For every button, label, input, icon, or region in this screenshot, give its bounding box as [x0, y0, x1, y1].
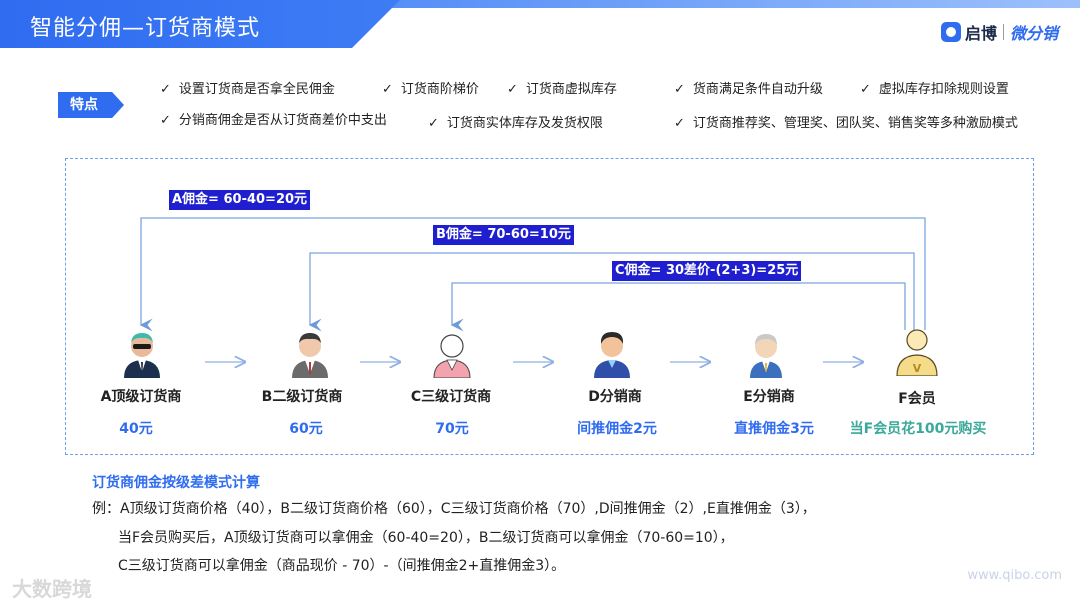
brand-separator — [1002, 24, 1004, 40]
check-icon: ✓ — [860, 82, 871, 97]
node-c-name: C三级订货商 — [410, 389, 492, 405]
check-icon: ✓ — [160, 82, 171, 97]
note-line: 例：A顶级订货商价格（40），B二级订货商价格（60），C三级订货商价格（70）… — [92, 501, 816, 517]
brand-logo-icon — [940, 22, 961, 42]
distributor-avatar-icon — [594, 332, 630, 378]
businessman-avatar-icon — [292, 333, 328, 378]
feature-item: ✓订货商推荐奖、管理奖、团队奖、销售奖等多种激励模式 — [674, 116, 1018, 131]
feature-item: ✓订货商虚拟库存 — [507, 82, 617, 97]
node-a-value: 40元 — [119, 421, 153, 437]
feature-item: ✓分销商佣金是否从订货商差价中支出 — [160, 113, 387, 128]
brand-name: 启博 — [964, 24, 997, 43]
node-e-name: E分销商 — [743, 389, 795, 405]
agent-avatar-icon — [124, 333, 160, 378]
feature-item: ✓订货商实体库存及发货权限 — [428, 116, 603, 131]
check-icon: ✓ — [428, 116, 439, 131]
features-tag: 特点 — [58, 92, 124, 118]
node-b-name: B二级订货商 — [261, 389, 343, 405]
watermark-left: 大数跨境 — [12, 577, 92, 601]
note-line: C三级订货商可以拿佣金（商品现价 - 70）-（间推佣金2+直推佣金3）。 — [118, 558, 566, 574]
formula-c-label: C佣金= 30差价-(2+3)=25元 — [612, 261, 802, 281]
formula-a-label: A佣金= 60-40=20元 — [169, 190, 311, 210]
feature-item: ✓订货商阶梯价 — [382, 82, 479, 97]
header-banner — [0, 0, 400, 48]
watermark-right: www.qibo.com — [967, 568, 1062, 583]
commission-route-c — [450, 282, 906, 332]
note-title: 订货商佣金按级差模式计算 — [92, 475, 260, 491]
formula-b-label: B佣金= 70-60=10元 — [433, 225, 574, 245]
node-d-name: D分销商 — [588, 389, 642, 405]
commission-route-a — [139, 217, 926, 332]
node-d-value: 间推佣金2元 — [577, 421, 657, 437]
node-b-value: 60元 — [289, 421, 323, 437]
check-icon: ✓ — [674, 116, 685, 131]
brand-logo-group: 启博 微分销 — [940, 20, 1058, 44]
feature-item: ✓设置订货商是否拿全民佣金 — [160, 82, 335, 97]
check-icon: ✓ — [382, 82, 393, 97]
node-f-value: 当F会员花100元购买 — [849, 421, 987, 437]
node-c-value: 70元 — [435, 421, 469, 437]
page-title: 智能分佣—订货商模式 — [30, 16, 261, 41]
vip-member-avatar-icon: V — [896, 329, 938, 376]
feature-item: ✓货商满足条件自动升级 — [674, 82, 823, 97]
commission-route-b — [308, 252, 915, 332]
distributor-avatar-icon — [750, 334, 782, 378]
svg-text:V: V — [913, 362, 922, 375]
feature-item: ✓虚拟库存扣除规则设置 — [860, 82, 1009, 97]
node-f-name: F会员 — [898, 391, 936, 407]
diagram-frame — [65, 158, 1034, 455]
person-avatar-icon — [433, 334, 471, 378]
check-icon: ✓ — [160, 113, 171, 128]
check-icon: ✓ — [674, 82, 685, 97]
brand-subtitle: 微分销 — [1009, 24, 1058, 43]
check-icon: ✓ — [507, 82, 518, 97]
node-a-name: A顶级订货商 — [100, 389, 182, 405]
header-accent-line — [352, 0, 1080, 8]
note-line: 当F会员购买后，A顶级订货商可以拿佣金（60-40=20），B二级订货商可以拿佣… — [118, 530, 734, 546]
node-e-value: 直推佣金3元 — [734, 421, 814, 437]
